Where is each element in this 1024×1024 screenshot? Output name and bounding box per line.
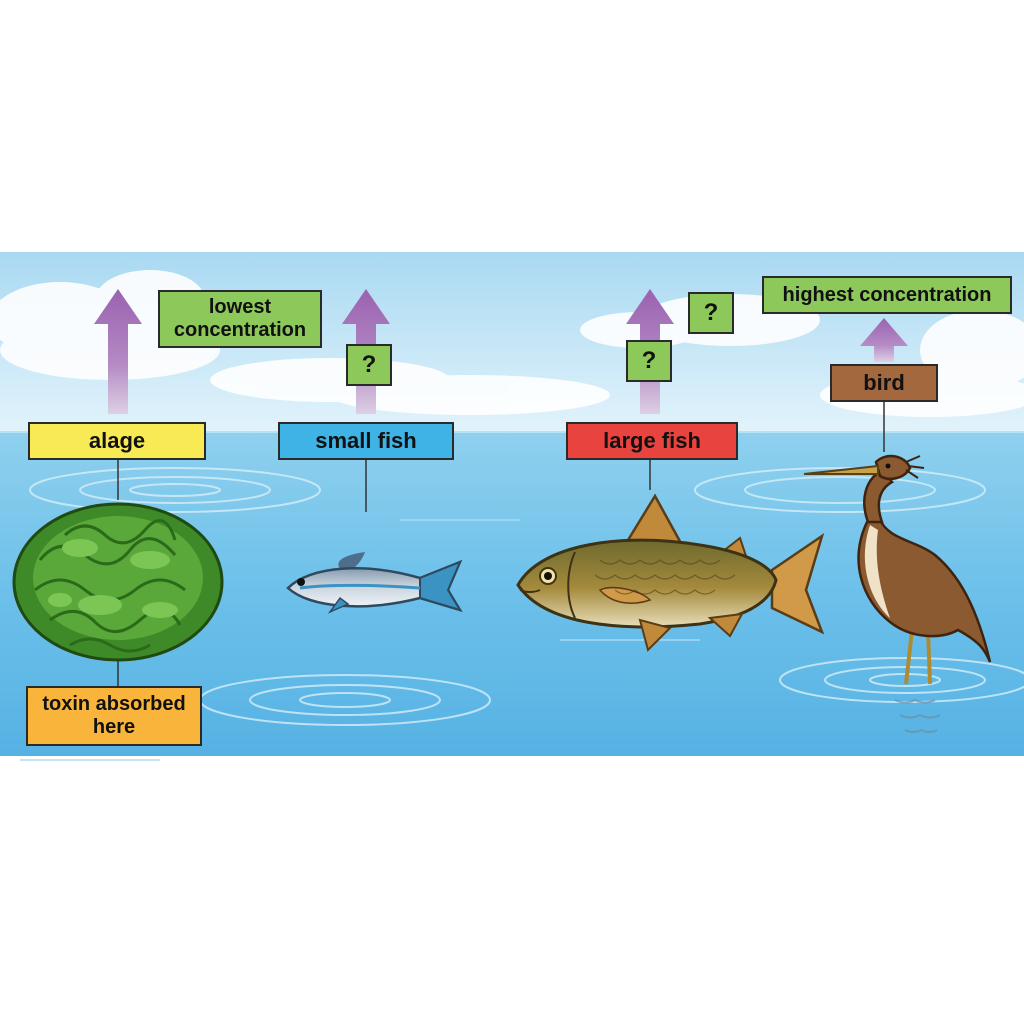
large-fish-illustration xyxy=(516,493,825,652)
bird-illustration xyxy=(803,454,992,733)
small-fish-unknown-label: ? xyxy=(346,344,392,386)
bird-label: bird xyxy=(830,364,938,402)
highest-concentration-text: highest concentration xyxy=(782,283,992,306)
algae-illustration xyxy=(12,502,224,662)
arrow-bird xyxy=(860,318,908,362)
large-fish-unknown-label-lower: ? xyxy=(626,340,672,382)
lowest-concentration-label: lowest concentration xyxy=(158,290,322,348)
large-fish-label: large fish xyxy=(566,422,738,460)
small-fish-label-text: small fish xyxy=(315,428,417,454)
large-fish-unknown-text-upper: ? xyxy=(703,299,719,327)
algae-label: alage xyxy=(28,422,206,460)
arrow-algae xyxy=(94,289,142,414)
toxin-source-label: toxin absorbed here xyxy=(26,686,202,746)
highest-concentration-label: highest concentration xyxy=(762,276,1012,314)
connector-lines xyxy=(117,400,885,686)
small-fish-illustration xyxy=(286,552,463,614)
toxin-source-text: toxin absorbed here xyxy=(42,693,186,738)
bird-label-text: bird xyxy=(863,370,905,396)
small-fish-label: small fish xyxy=(278,422,454,460)
algae-label-text: alage xyxy=(88,428,146,454)
large-fish-unknown-text-lower: ? xyxy=(641,347,657,375)
lowest-concentration-text: lowest concentration xyxy=(173,296,307,341)
small-fish-unknown-text: ? xyxy=(361,351,377,379)
large-fish-unknown-label-upper: ? xyxy=(688,292,734,334)
large-fish-label-text: large fish xyxy=(603,428,701,454)
